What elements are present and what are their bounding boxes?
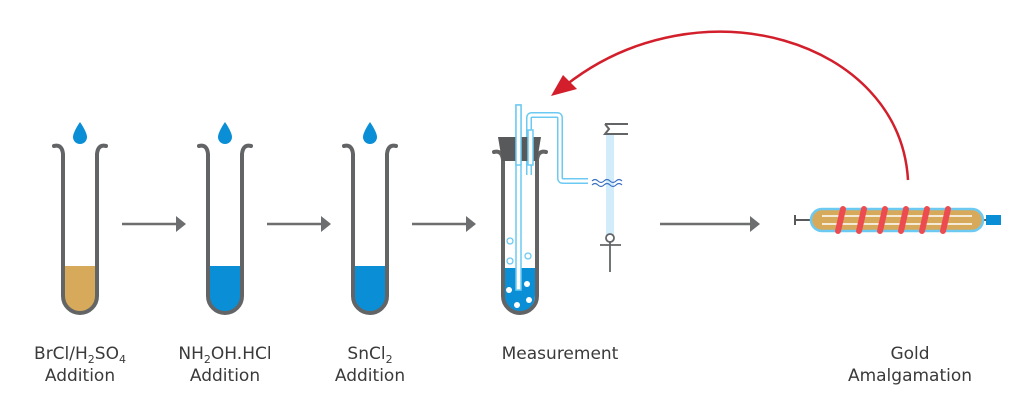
flow-arrow-4 (660, 216, 760, 232)
gold-trap (794, 206, 1001, 234)
heating-coil (835, 206, 951, 234)
tube-outline (342, 143, 398, 315)
flow-arrow-1 (122, 216, 186, 232)
tube-brcl (52, 122, 108, 315)
return-arrow (551, 30, 910, 181)
label-brcl: BrCl/H2SO4 Addition (34, 344, 126, 386)
tube-sncl2 (342, 122, 398, 315)
tube-nh2oh (197, 122, 253, 315)
tube-outline (197, 143, 253, 315)
connector (986, 215, 1001, 225)
drop-icon (218, 122, 232, 144)
measurement-apparatus (492, 104, 628, 315)
liquid-blue (354, 266, 386, 312)
liquid-brown (64, 266, 96, 312)
drop-icon (363, 122, 377, 144)
label-sncl2: SnCl2 Addition (334, 344, 406, 386)
flow-arrow-2 (267, 216, 331, 232)
flow-arrow-3 (412, 216, 476, 232)
tube-outline (52, 143, 108, 315)
label-nh2oh: NH2OH.HCl Addition (178, 344, 272, 386)
liquid-blue (209, 266, 241, 312)
label-gold: Gold Amalgamation (847, 344, 973, 386)
label-measurement: Measurement (501, 344, 619, 364)
wave-icon (591, 178, 623, 184)
drop-icon (73, 122, 87, 144)
trap-tube (809, 207, 985, 233)
